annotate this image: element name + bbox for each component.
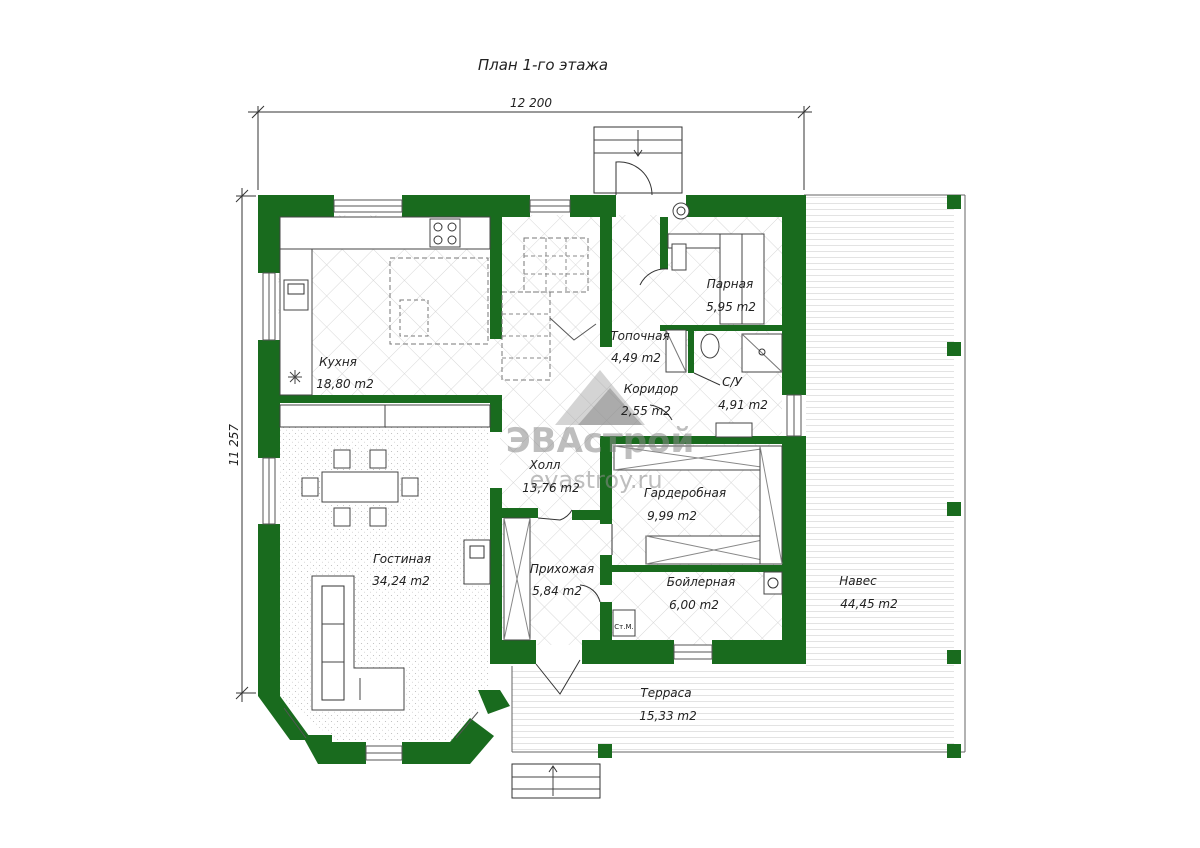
- room-corridor: Коридор 2,55 m2: [621, 382, 679, 418]
- room-wardrobe: Гардеробная 9,99 m2: [644, 486, 726, 523]
- walls: [258, 195, 806, 764]
- dimension-width: 12 200: [248, 96, 812, 190]
- watermark: ЭВАстрой evastroy.ru: [506, 370, 695, 494]
- room-steam-room: Парная 5,95 m2: [706, 277, 756, 314]
- room-area: 5,84 m2: [532, 584, 582, 598]
- wardrobe-shelves: [613, 445, 783, 565]
- bathroom-fixtures: [665, 329, 783, 438]
- entry-steps-bottom: [511, 763, 601, 799]
- room-name: Бойлерная: [667, 575, 735, 589]
- canopy-outline: [511, 194, 966, 758]
- room-area: 44,45 m2: [840, 597, 898, 611]
- room-name: С/У: [722, 375, 742, 389]
- room-boiler: Бойлерная 6,00 m2: [667, 575, 735, 612]
- dimension-width-label: 12 200: [510, 96, 552, 110]
- room-entrance: Прихожая 5,84 m2: [530, 562, 594, 598]
- room-name: Парная: [707, 277, 753, 291]
- room-name: Прихожая: [530, 562, 594, 576]
- plan-title: План 1-го этажа: [478, 56, 608, 74]
- watermark-site: evastroy.ru: [529, 466, 662, 494]
- dimension-height-label: 11 257: [227, 424, 241, 466]
- kitchen-furniture: [279, 216, 491, 428]
- room-name: Топочная: [610, 329, 669, 343]
- room-name: Терраса: [640, 686, 691, 700]
- room-name: Гардеробная: [644, 486, 726, 500]
- room-area: 2,55 m2: [621, 404, 671, 418]
- watermark-brand: ЭВАстрой: [506, 421, 695, 461]
- room-area: 15,33 m2: [639, 709, 697, 723]
- room-kitchen: Кухня 18,80 m2: [316, 355, 374, 391]
- room-canopy: Навес 44,45 m2: [839, 574, 897, 611]
- room-area: 13,76 m2: [522, 481, 580, 495]
- room-terrace: Терраса 15,33 m2: [639, 686, 697, 723]
- room-furnace: Топочная 4,49 m2: [610, 329, 669, 365]
- room-area: 9,99 m2: [647, 509, 697, 523]
- room-name: Навес: [839, 574, 877, 588]
- room-area: 4,91 m2: [718, 398, 768, 412]
- room-area: 18,80 m2: [316, 377, 374, 391]
- room-living: Гостиная 34,24 m2: [372, 552, 431, 588]
- staircase: [501, 237, 597, 381]
- room-area: 4,49 m2: [611, 351, 661, 365]
- entry-steps-top: [593, 126, 683, 194]
- room-bathroom: С/У 4,91 m2: [718, 375, 768, 412]
- boiler-equipment: Ст.М.: [612, 571, 783, 637]
- stair-label: Ст.М.: [614, 623, 633, 631]
- doors: [535, 161, 721, 695]
- room-name: Кухня: [319, 355, 357, 369]
- room-area: 5,95 m2: [706, 300, 756, 314]
- dimension-height: 11 257: [227, 188, 256, 702]
- living-furniture: [301, 449, 491, 711]
- room-area: 34,24 m2: [372, 574, 430, 588]
- room-name: Коридор: [624, 382, 679, 396]
- entrance-closet: [503, 517, 531, 641]
- windows: [262, 199, 802, 761]
- sauna-benches: [667, 202, 765, 325]
- room-hall: Холл 13,76 m2: [522, 458, 580, 495]
- room-name: Гостиная: [373, 552, 431, 566]
- room-name: Холл: [529, 458, 561, 472]
- room-area: 6,00 m2: [669, 598, 719, 612]
